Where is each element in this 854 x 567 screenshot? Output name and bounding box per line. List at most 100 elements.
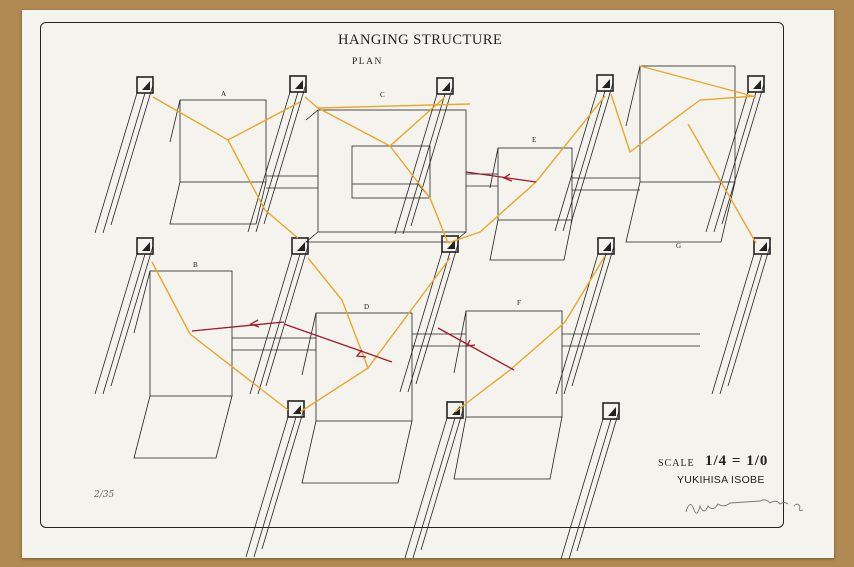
box-c-front bbox=[317, 109, 467, 233]
suspension-string-10 bbox=[307, 257, 451, 370]
post-edge-6-1 bbox=[257, 253, 301, 395]
post-edge-7-2 bbox=[415, 243, 459, 385]
suspension-string-1 bbox=[227, 139, 299, 239]
post-bracket-3 bbox=[602, 79, 610, 88]
box-d-depth bbox=[301, 312, 413, 484]
label-a: A bbox=[221, 90, 227, 98]
strut-4 bbox=[412, 333, 466, 347]
suspension-string-7 bbox=[639, 65, 757, 98]
suspension-string-11 bbox=[299, 367, 369, 413]
drawing-subtitle: PLAN bbox=[352, 57, 383, 67]
post-edge-7-0 bbox=[399, 251, 443, 393]
strut-5 bbox=[562, 333, 700, 347]
drawing-frame bbox=[40, 22, 784, 528]
suspension-string-8 bbox=[687, 123, 757, 244]
post-bracket-9 bbox=[759, 242, 767, 251]
suspension-string-2 bbox=[304, 96, 446, 147]
post-edge-1-1 bbox=[255, 91, 299, 233]
label-b: B bbox=[193, 261, 198, 269]
box-b-depth bbox=[133, 270, 233, 459]
post-edge-5-1 bbox=[102, 253, 146, 395]
box-a-front bbox=[179, 99, 267, 183]
post-edge-12-0 bbox=[560, 418, 604, 560]
post-edge-10-2 bbox=[261, 408, 305, 550]
post-bracket-5 bbox=[142, 242, 150, 251]
label-g: G bbox=[676, 242, 682, 250]
post-bracket-12 bbox=[608, 407, 616, 416]
tension-arrow-1 bbox=[191, 321, 285, 332]
post-bracket-1 bbox=[295, 80, 303, 89]
post-edge-11-0 bbox=[404, 417, 448, 559]
post-edge-11-2 bbox=[420, 409, 464, 551]
suspension-string-5 bbox=[447, 95, 606, 244]
post-edge-10-0 bbox=[245, 416, 289, 558]
artist-signature bbox=[685, 499, 804, 514]
box-e-depth bbox=[489, 147, 573, 261]
scale-value: 1/4 = 1/0 bbox=[705, 453, 769, 469]
tension-arrow-0 bbox=[465, 171, 537, 183]
box-d-front bbox=[315, 312, 413, 422]
label-c: C bbox=[380, 91, 385, 99]
post-bracket-8 bbox=[603, 242, 611, 251]
box-g-depth bbox=[625, 65, 736, 243]
suspension-string-9 bbox=[151, 261, 289, 411]
post-edge-5-2 bbox=[110, 245, 154, 387]
post-edge-9-1 bbox=[719, 253, 763, 395]
box-c-depth bbox=[304, 109, 467, 243]
post-edge-12-1 bbox=[568, 418, 612, 560]
tension-arrow-2 bbox=[283, 323, 393, 363]
post-bracket-4 bbox=[753, 80, 761, 89]
tension-arrowhead-0 bbox=[502, 173, 513, 182]
label-f: F bbox=[517, 299, 521, 307]
post-edge-6-0 bbox=[249, 253, 293, 395]
post-edge-9-2 bbox=[727, 245, 771, 387]
post-bracket-0 bbox=[142, 81, 150, 90]
post-edge-2-2 bbox=[410, 85, 454, 227]
post-edge-4-2 bbox=[721, 83, 765, 225]
post-edge-11-1 bbox=[412, 417, 456, 559]
post-edge-3-1 bbox=[562, 90, 606, 232]
strut-3 bbox=[232, 337, 316, 351]
post-edge-1-0 bbox=[247, 91, 291, 233]
scale-label: SCALE bbox=[658, 458, 695, 469]
suspension-string-4 bbox=[389, 145, 449, 244]
tension-arrow-3 bbox=[437, 327, 515, 371]
strut-2 bbox=[572, 177, 640, 191]
post-bracket-10 bbox=[293, 405, 301, 414]
label-e: E bbox=[532, 136, 537, 144]
edition-number: 2/35 bbox=[94, 490, 115, 500]
tension-arrowhead-1 bbox=[249, 319, 260, 328]
post-edge-8-1 bbox=[563, 253, 607, 395]
author-name: YUKIHISA ISOBE bbox=[677, 474, 765, 486]
suspension-string-3 bbox=[317, 103, 471, 109]
post-edge-4-0 bbox=[705, 91, 749, 233]
post-edge-0-1 bbox=[102, 92, 146, 234]
post-edge-2-1 bbox=[402, 93, 446, 235]
post-edge-8-2 bbox=[571, 245, 615, 387]
post-edge-9-0 bbox=[711, 253, 755, 395]
post-bracket-6 bbox=[297, 242, 305, 251]
tension-arrowhead-2 bbox=[355, 349, 367, 358]
suspension-string-6 bbox=[610, 93, 757, 154]
post-edge-3-2 bbox=[570, 82, 614, 224]
post-bracket-2 bbox=[442, 82, 450, 91]
box-b-front bbox=[149, 270, 233, 397]
post-edge-7-1 bbox=[407, 251, 451, 393]
post-edge-0-0 bbox=[94, 92, 138, 234]
strut-0 bbox=[266, 175, 318, 189]
post-edge-1-2 bbox=[263, 83, 307, 225]
label-d: D bbox=[364, 303, 370, 311]
post-edge-2-0 bbox=[394, 93, 438, 235]
box-g-front bbox=[639, 65, 736, 183]
suspension-string-12 bbox=[454, 255, 606, 413]
post-edge-5-0 bbox=[94, 253, 138, 395]
post-edge-10-1 bbox=[253, 416, 297, 558]
box-e-front bbox=[497, 147, 573, 221]
drawing-title: HANGING STRUCTURE bbox=[338, 32, 503, 48]
box-f-depth bbox=[453, 310, 563, 480]
post-edge-6-2 bbox=[265, 245, 309, 387]
box-f-front bbox=[465, 310, 563, 418]
tension-arrowhead-3 bbox=[465, 339, 476, 347]
post-edge-8-0 bbox=[555, 253, 599, 395]
